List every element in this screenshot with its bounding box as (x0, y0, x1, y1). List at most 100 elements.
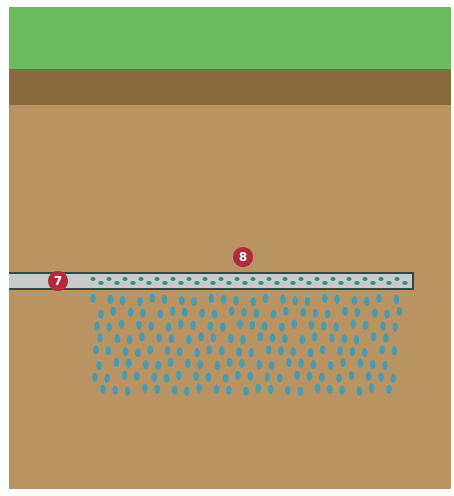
water-droplet (119, 320, 125, 329)
perforation-hole (218, 277, 223, 281)
water-droplet (176, 371, 182, 380)
water-droplet (309, 321, 315, 330)
water-droplet (339, 386, 345, 395)
water-droplet (227, 358, 233, 367)
water-droplet (266, 345, 272, 354)
water-droplet (166, 323, 172, 332)
water-droplet (194, 348, 200, 357)
water-droplet (240, 335, 246, 344)
water-droplet (115, 334, 121, 343)
water-droplet (243, 387, 249, 396)
water-droplet (349, 371, 355, 380)
perforation-hole (146, 281, 151, 285)
perforation-hole (202, 277, 207, 281)
water-droplet (334, 295, 340, 304)
water-droplet (262, 322, 268, 331)
water-droplet (156, 333, 162, 342)
perforation-hole (114, 281, 119, 285)
water-droplet (100, 385, 106, 394)
water-droplet (379, 345, 385, 354)
water-droplet (307, 372, 313, 381)
water-droplet (254, 309, 260, 318)
callout-marker-8: 8 (233, 247, 253, 267)
water-droplet (384, 310, 390, 319)
water-droplet (312, 332, 318, 341)
perforation-hole (130, 281, 135, 285)
water-droplet (279, 323, 285, 332)
water-droplet (168, 358, 174, 367)
water-droplet (239, 359, 245, 368)
perforation-hole (282, 277, 287, 281)
water-droplet (215, 361, 221, 370)
water-droplet (371, 332, 377, 341)
water-droplet (184, 387, 190, 396)
water-droplet (308, 348, 314, 357)
water-droplet (325, 310, 331, 319)
perforation-hole (346, 277, 351, 281)
water-droplet (291, 320, 297, 329)
water-droplet (319, 373, 325, 382)
perforation-hole (306, 281, 311, 285)
water-droplet (228, 334, 234, 343)
water-droplet (341, 334, 347, 343)
perforation-hole (330, 277, 335, 281)
pipe-perforated-section (89, 274, 412, 288)
water-droplet (251, 297, 257, 306)
water-droplet (196, 384, 202, 393)
water-droplet (393, 323, 399, 332)
water-droplet (311, 360, 317, 369)
water-droplet (241, 308, 247, 317)
water-droplet (383, 333, 389, 342)
perforation-hole (290, 281, 295, 285)
water-droplet (263, 294, 269, 303)
water-droplet (372, 309, 378, 318)
water-droplet (380, 322, 386, 331)
water-droplet (128, 308, 134, 317)
water-droplet (186, 335, 192, 344)
water-droplet (162, 295, 168, 304)
perforation-hole (90, 277, 95, 281)
water-droplet (94, 322, 100, 331)
water-droplet (149, 294, 155, 303)
water-droplet (178, 320, 184, 329)
water-droplet (328, 361, 334, 370)
water-droplet (229, 307, 235, 316)
water-droplet (237, 320, 243, 329)
perforation-hole (370, 281, 375, 285)
water-droplet (233, 296, 239, 305)
water-droplet (220, 323, 226, 332)
perforation-hole (322, 281, 327, 285)
water-droplet (185, 359, 191, 368)
water-droplet (352, 296, 358, 305)
water-droplet (357, 387, 363, 396)
perforation-hole (210, 281, 215, 285)
water-droplet (127, 335, 133, 344)
water-droplet (258, 332, 264, 341)
water-droplet (265, 373, 271, 382)
water-droplet (114, 358, 120, 367)
water-droplet (248, 372, 254, 381)
water-droplet (135, 348, 141, 357)
water-droplet (337, 346, 343, 355)
water-droplet (179, 296, 185, 305)
water-droplet (211, 333, 217, 342)
water-droplet (208, 322, 214, 331)
water-droplet (350, 347, 356, 356)
water-droplet (392, 346, 398, 355)
water-droplet (235, 371, 241, 380)
water-droplet (329, 333, 335, 342)
perforation-hole (178, 281, 183, 285)
water-droplet (193, 372, 199, 381)
water-droplet (305, 297, 311, 306)
water-droplet (321, 322, 327, 331)
perforation-hole (386, 281, 391, 285)
water-droplet (378, 373, 384, 382)
water-droplet (199, 309, 205, 318)
perforation-hole (258, 281, 263, 285)
water-droplet (320, 345, 326, 354)
water-droplet (322, 294, 328, 303)
perforation-hole (314, 277, 319, 281)
perforation-hole (98, 281, 103, 285)
perforation-hole (274, 281, 279, 285)
water-droplet (292, 296, 298, 305)
